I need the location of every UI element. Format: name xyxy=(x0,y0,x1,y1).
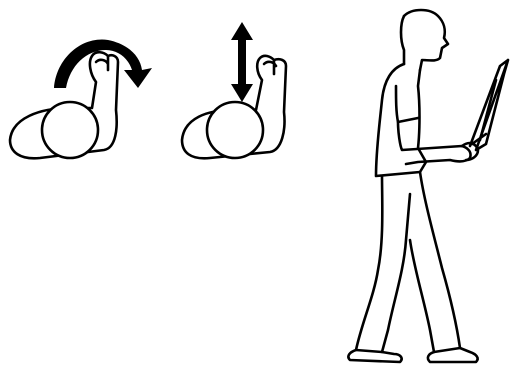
panel-vertical xyxy=(182,22,286,158)
person-leg-back xyxy=(356,176,410,352)
person-sleeve xyxy=(396,86,418,122)
person-torso xyxy=(376,64,426,176)
head-circle-left xyxy=(42,102,98,158)
panel-rotation xyxy=(10,40,152,159)
rotate-arrow-icon xyxy=(54,40,152,88)
panel-walking-figure xyxy=(348,10,508,362)
up-down-arrow-icon xyxy=(231,22,253,102)
person-head xyxy=(404,10,448,70)
hand-detail-middle xyxy=(264,60,276,74)
person-neck-back xyxy=(401,16,404,64)
person-leg-front xyxy=(410,172,460,352)
person-arm xyxy=(398,122,471,164)
head-circle-middle xyxy=(207,102,263,158)
hand-detail-left xyxy=(96,56,108,70)
